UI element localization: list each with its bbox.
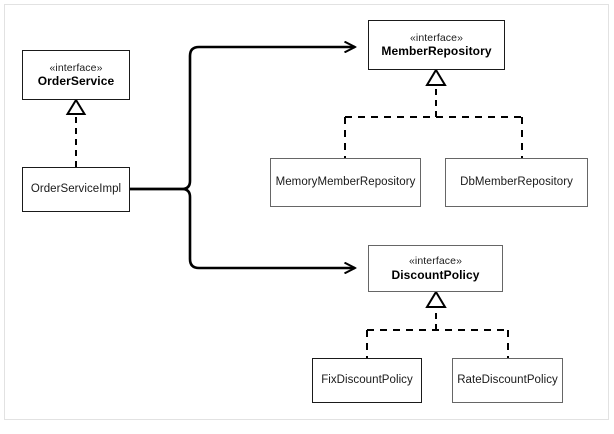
class-box-discount-policy[interactable]: «interface» DiscountPolicy	[368, 245, 503, 292]
class-name: OrderServiceImpl	[30, 182, 122, 195]
class-name: MemoryMemberRepository	[275, 175, 416, 188]
interface-name: MemberRepository	[381, 44, 492, 59]
class-box-order-service[interactable]: «interface» OrderService	[22, 50, 130, 100]
class-box-fix-discount-policy[interactable]: FixDiscountPolicy	[312, 358, 422, 403]
class-box-db-member-repository[interactable]: DbMemberRepository	[445, 158, 588, 207]
association-orderserviceimpl-discountpolicy	[130, 187, 355, 268]
realization-orderserviceimpl-orderservice	[65, 98, 87, 167]
class-box-order-service-impl[interactable]: OrderServiceImpl	[22, 167, 130, 212]
interface-name: DiscountPolicy	[391, 267, 480, 282]
stereotype-label: «interface»	[408, 255, 463, 268]
class-box-member-repository[interactable]: «interface» MemberRepository	[368, 20, 505, 70]
class-box-memory-member-repository[interactable]: MemoryMemberRepository	[270, 158, 421, 207]
realization-tree-discountpolicy	[366, 290, 509, 358]
stereotype-label: «interface»	[49, 61, 103, 74]
stereotype-label: «interface»	[409, 31, 464, 44]
class-name: RateDiscountPolicy	[457, 373, 558, 386]
class-name: DbMemberRepository	[460, 175, 573, 188]
class-box-rate-discount-policy[interactable]: RateDiscountPolicy	[452, 358, 563, 403]
realization-tree-memberrepository	[344, 68, 523, 158]
interface-name: OrderService	[37, 74, 115, 89]
class-name: FixDiscountPolicy	[321, 373, 413, 386]
